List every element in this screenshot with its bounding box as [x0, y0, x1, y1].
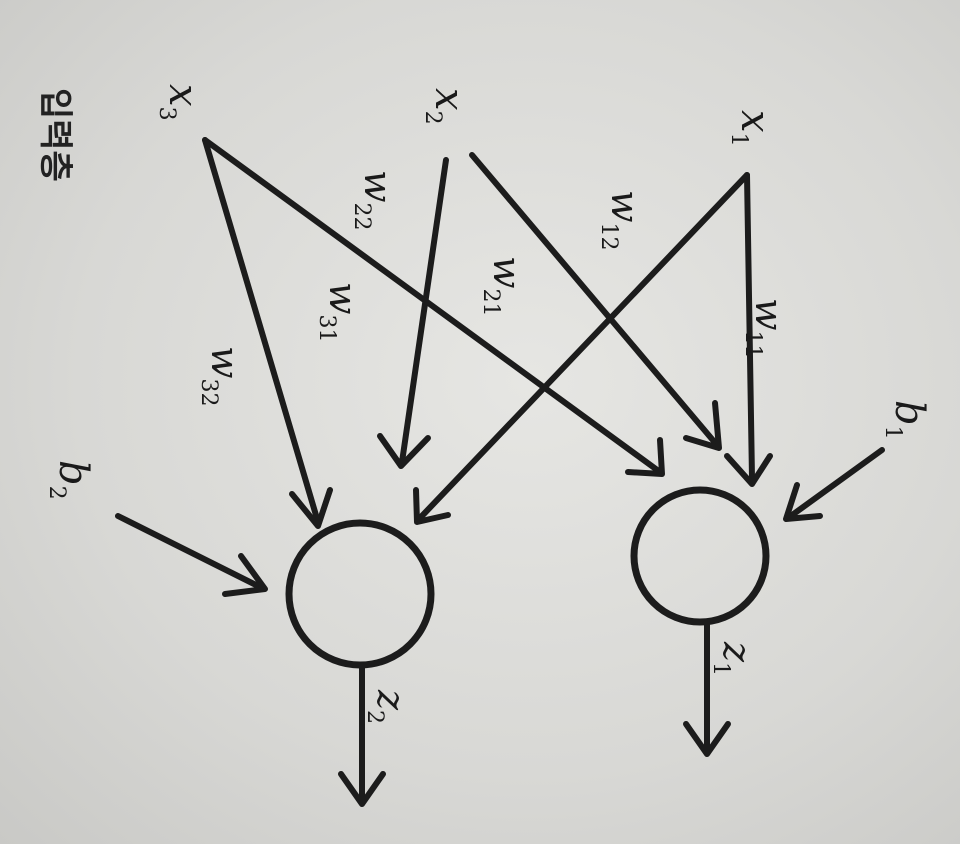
edge-x1-n1 — [744, 172, 755, 481]
edge-x3-n1 — [202, 137, 663, 475]
output-label-z1: z1 — [708, 641, 759, 676]
weight-label-w22: w22 — [349, 170, 400, 231]
arrowhead-b1-n1 — [783, 482, 823, 522]
neuron-2 — [285, 519, 435, 669]
arrowhead-x2-n2 — [377, 433, 431, 469]
weight-label-w31: w31 — [314, 282, 365, 343]
edge-x1-n2 — [417, 172, 750, 521]
arrowhead-n1-z1 — [683, 721, 731, 757]
input-label-x3: x3 — [154, 84, 206, 121]
arrowhead-b2-n2 — [222, 553, 268, 597]
edge-x3-n2 — [202, 137, 321, 525]
edge-b1-n1 — [785, 447, 885, 521]
output-label-z2: z2 — [362, 689, 413, 724]
weight-label-w32: w32 — [196, 346, 247, 407]
arrowhead-x3-n1 — [625, 437, 665, 477]
input-label-x2: x2 — [420, 88, 472, 125]
arrowhead-n2-z2 — [338, 771, 386, 807]
arrowhead-x2-n1 — [683, 400, 722, 451]
edge-x2-n1 — [469, 152, 720, 448]
edge-b2-n2 — [115, 513, 265, 591]
input-label-x1: x1 — [726, 110, 778, 147]
arrowhead-x1-n1 — [724, 453, 773, 487]
bias-label-b2: b2 — [44, 460, 96, 500]
weight-label-w21: w21 — [478, 256, 529, 317]
arrowhead-x1-n2 — [413, 487, 451, 525]
edge-x2-n2 — [399, 157, 449, 465]
weight-label-w12: w12 — [596, 190, 647, 251]
input-layer-caption: 입력층 — [35, 88, 75, 182]
arrowhead-x3-n2 — [289, 487, 333, 529]
bias-label-b1: b1 — [880, 400, 932, 440]
weight-label-w11: w11 — [740, 298, 791, 359]
neuron-1 — [630, 486, 770, 626]
